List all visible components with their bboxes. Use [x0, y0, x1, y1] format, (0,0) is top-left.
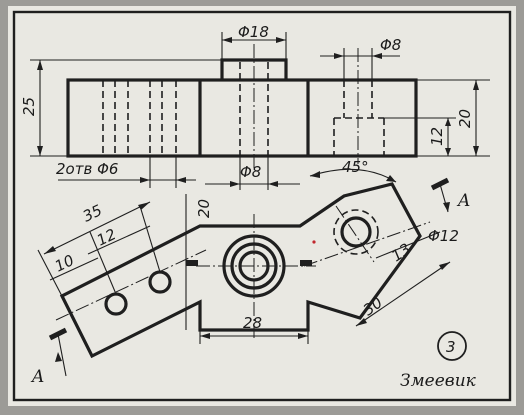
front-view: 25 Φ18 Φ8 20 12 2отв Φ6 Φ — [20, 23, 490, 190]
hole-right-hidden-circle — [333, 209, 379, 255]
dim-28-label: 28 — [243, 314, 262, 332]
boss-inner-circle — [230, 242, 278, 290]
section-label-top: A — [456, 191, 470, 211]
arrowheads — [443, 202, 450, 212]
arrowheads — [334, 53, 382, 59]
dimension-line-13 — [375, 231, 441, 259]
boss-outer-circle — [222, 234, 286, 298]
dimension-line-30 — [355, 261, 451, 327]
dimension-line-35 — [43, 201, 151, 255]
dim-12-label: 12 — [428, 127, 446, 146]
arrowheads — [140, 177, 186, 183]
arrowheads — [44, 202, 150, 254]
arrowheads — [445, 118, 451, 156]
dim-phi8-center-label: Φ8 — [240, 163, 261, 181]
arrowheads — [55, 352, 62, 362]
dim-phi12-label: Φ12 — [428, 227, 459, 245]
author-signature: Змеевик — [400, 371, 477, 391]
angle-45-label: 45° — [342, 158, 369, 176]
red-dot — [312, 240, 316, 244]
hole-center — [238, 250, 270, 282]
paper — [8, 6, 516, 406]
sheet-border — [12, 10, 512, 402]
top-view-outline — [59, 182, 422, 359]
section-mark — [186, 260, 198, 266]
center-line — [335, 205, 375, 263]
extension-line — [89, 231, 117, 295]
section-mark — [300, 260, 312, 266]
dim-20-top-label: 20 — [195, 199, 213, 218]
center-line — [303, 221, 431, 267]
dim-25-label: 25 — [20, 97, 38, 116]
sheet-number-circle — [437, 331, 467, 361]
hole-right — [340, 216, 372, 248]
dim-phi8-right-label: Φ8 — [380, 36, 401, 54]
sheet-number: 3 — [446, 338, 456, 356]
extension-line — [139, 205, 161, 273]
dimension-line-10 — [49, 257, 99, 281]
dim-20-right-label: 20 — [456, 109, 474, 128]
center-line — [55, 249, 207, 321]
dimension-line-12-top — [87, 225, 151, 255]
section-label-bottom: A — [30, 367, 44, 387]
arrowheads — [37, 60, 43, 156]
dim-phi18-label: Φ18 — [238, 23, 269, 41]
arrowheads — [230, 181, 278, 187]
extension-line — [37, 249, 65, 301]
arrowheads — [310, 171, 396, 182]
front-boss-outline — [220, 58, 288, 80]
section-arrow-bottom-line — [57, 333, 67, 377]
dim-2holes-label: 2отв Φ6 — [56, 160, 118, 178]
